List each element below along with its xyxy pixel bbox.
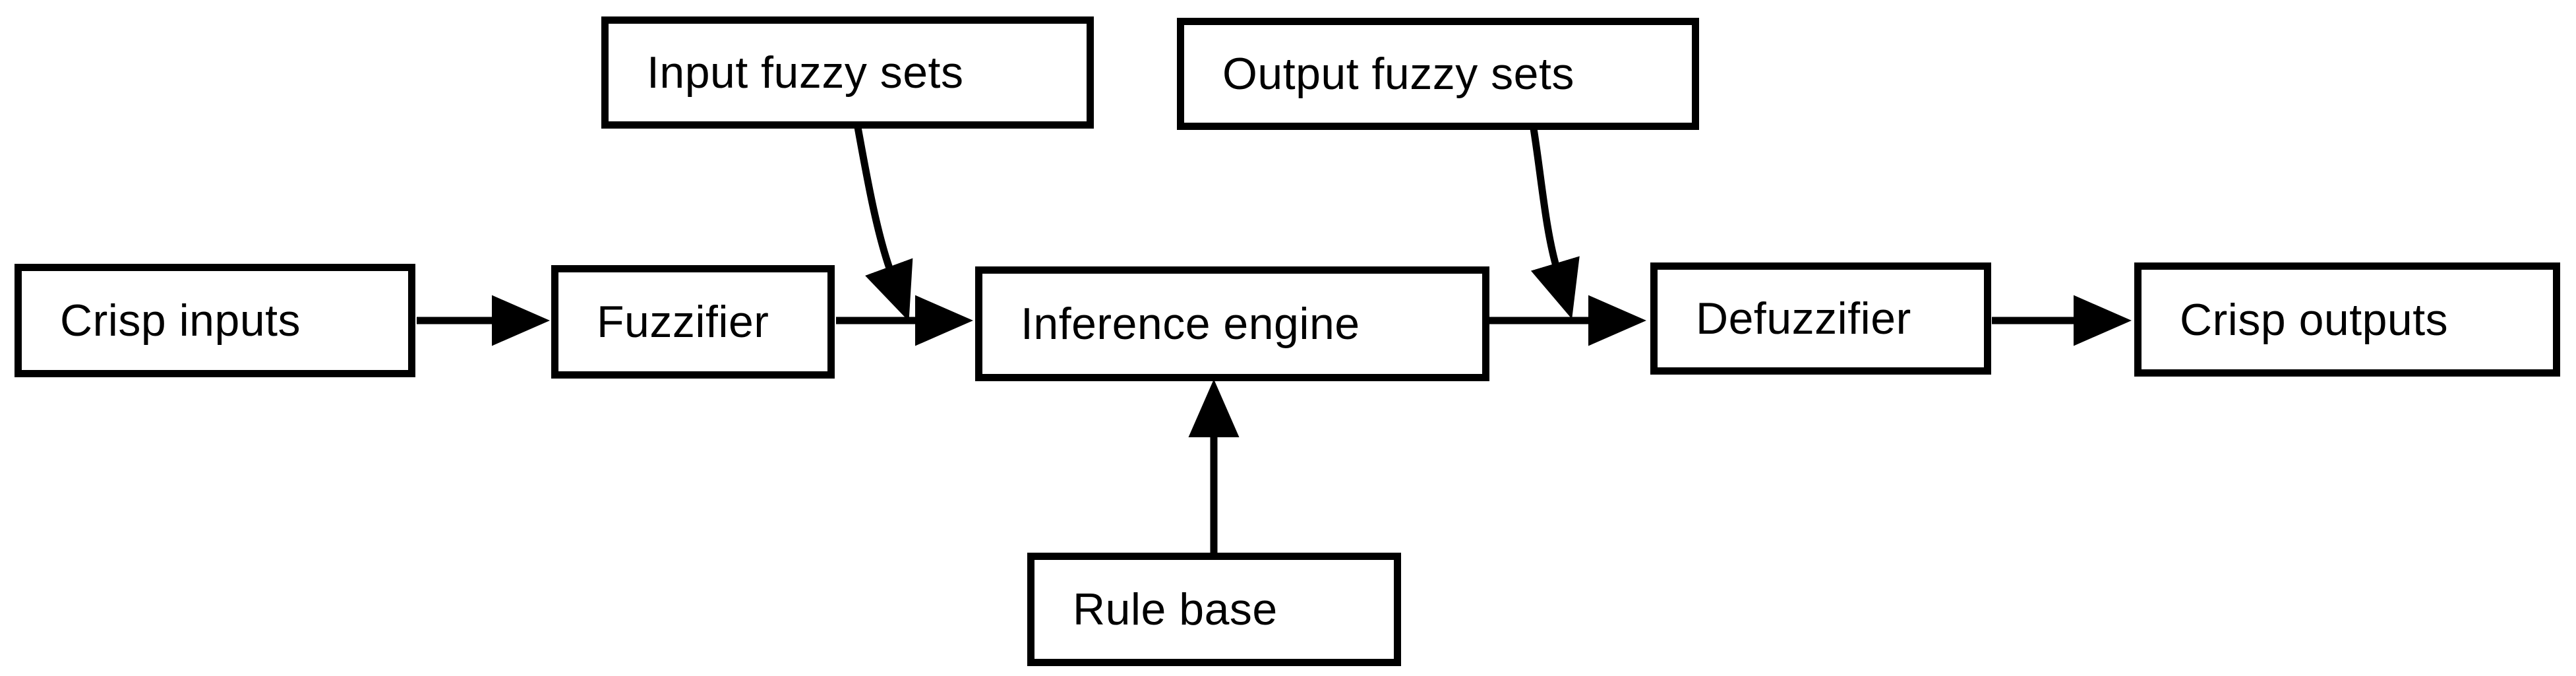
node-crisp-inputs: Crisp inputs bbox=[15, 264, 415, 377]
node-inference-engine-label: Inference engine bbox=[1021, 299, 1360, 349]
curved-arrow-input-fuzzy-sets bbox=[854, 127, 913, 322]
node-crisp-outputs: Crisp outputs bbox=[2134, 262, 2560, 377]
curved-arrow-output-fuzzy-sets bbox=[1530, 128, 1580, 319]
node-defuzzifier-label: Defuzzifier bbox=[1696, 293, 1911, 344]
node-defuzzifier: Defuzzifier bbox=[1650, 262, 1991, 375]
node-input-fuzzy-sets-label: Input fuzzy sets bbox=[647, 47, 964, 98]
node-output-fuzzy-sets: Output fuzzy sets bbox=[1177, 18, 1699, 130]
node-rule-base: Rule base bbox=[1027, 553, 1401, 666]
node-rule-base-label: Rule base bbox=[1073, 584, 1278, 634]
node-fuzzifier-label: Fuzzifier bbox=[597, 297, 769, 347]
node-input-fuzzy-sets: Input fuzzy sets bbox=[601, 16, 1094, 129]
node-crisp-inputs-label: Crisp inputs bbox=[60, 295, 301, 346]
node-inference-engine: Inference engine bbox=[975, 266, 1489, 381]
node-crisp-outputs-label: Crisp outputs bbox=[2180, 294, 2449, 345]
node-fuzzifier: Fuzzifier bbox=[551, 265, 835, 379]
node-output-fuzzy-sets-label: Output fuzzy sets bbox=[1222, 49, 1574, 99]
